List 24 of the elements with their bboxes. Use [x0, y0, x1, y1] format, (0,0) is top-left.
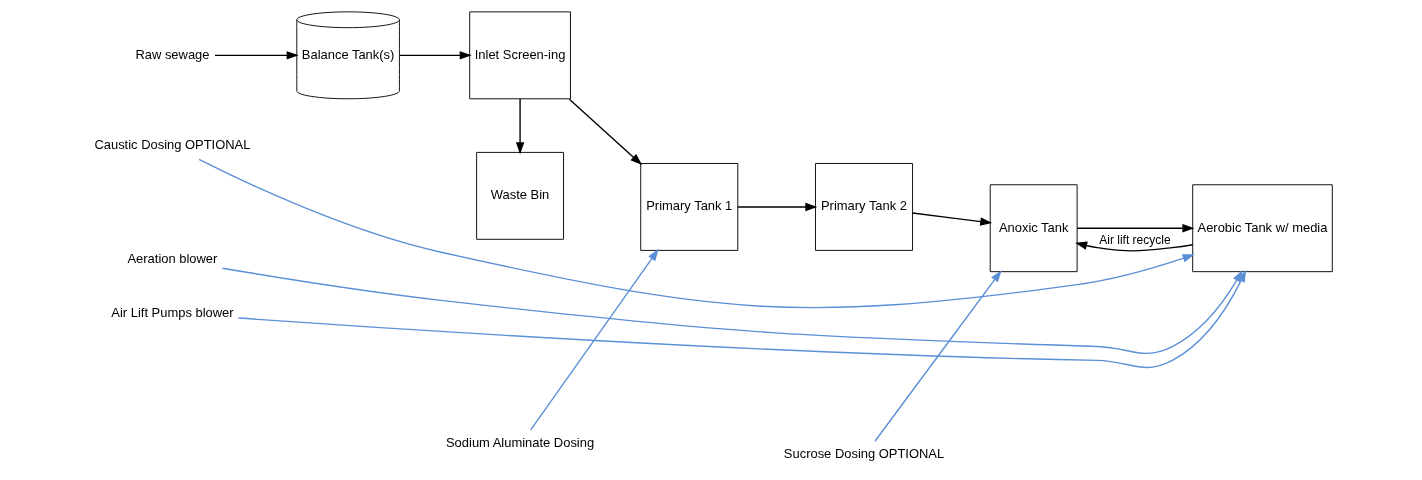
arrow [911, 212, 993, 226]
node-box: Inlet Screen-ing [469, 11, 571, 100]
arrow [398, 51, 472, 60]
node-box: Anoxic Tank [989, 184, 1078, 273]
node-box: Aerobic Tank w/ media [1192, 184, 1333, 273]
arrow [530, 248, 659, 431]
node-text: Caustic Dosing OPTIONAL [94, 137, 251, 153]
node-text: Sucrose Dosing OPTIONAL [783, 446, 945, 462]
node-text: Aeration blower [127, 251, 218, 267]
arrow [1075, 241, 1194, 252]
node-text: Sodium Aluminate Dosing [446, 435, 595, 451]
node-box: Primary Tank 1 [640, 163, 739, 251]
arrow [515, 98, 525, 155]
node-box: Primary Tank 2 [815, 163, 913, 251]
node-text: Raw sewage [135, 46, 210, 62]
edge-label: Air lift recycle [1099, 233, 1171, 248]
node-box: Waste Bin [476, 151, 564, 240]
arrow [1076, 224, 1195, 233]
arrow [214, 51, 299, 60]
arrow [568, 98, 643, 166]
arrow [198, 158, 1195, 309]
node-text: Air Lift Pumps blower [111, 304, 234, 320]
arrow [874, 270, 1002, 442]
arrow [737, 202, 818, 212]
